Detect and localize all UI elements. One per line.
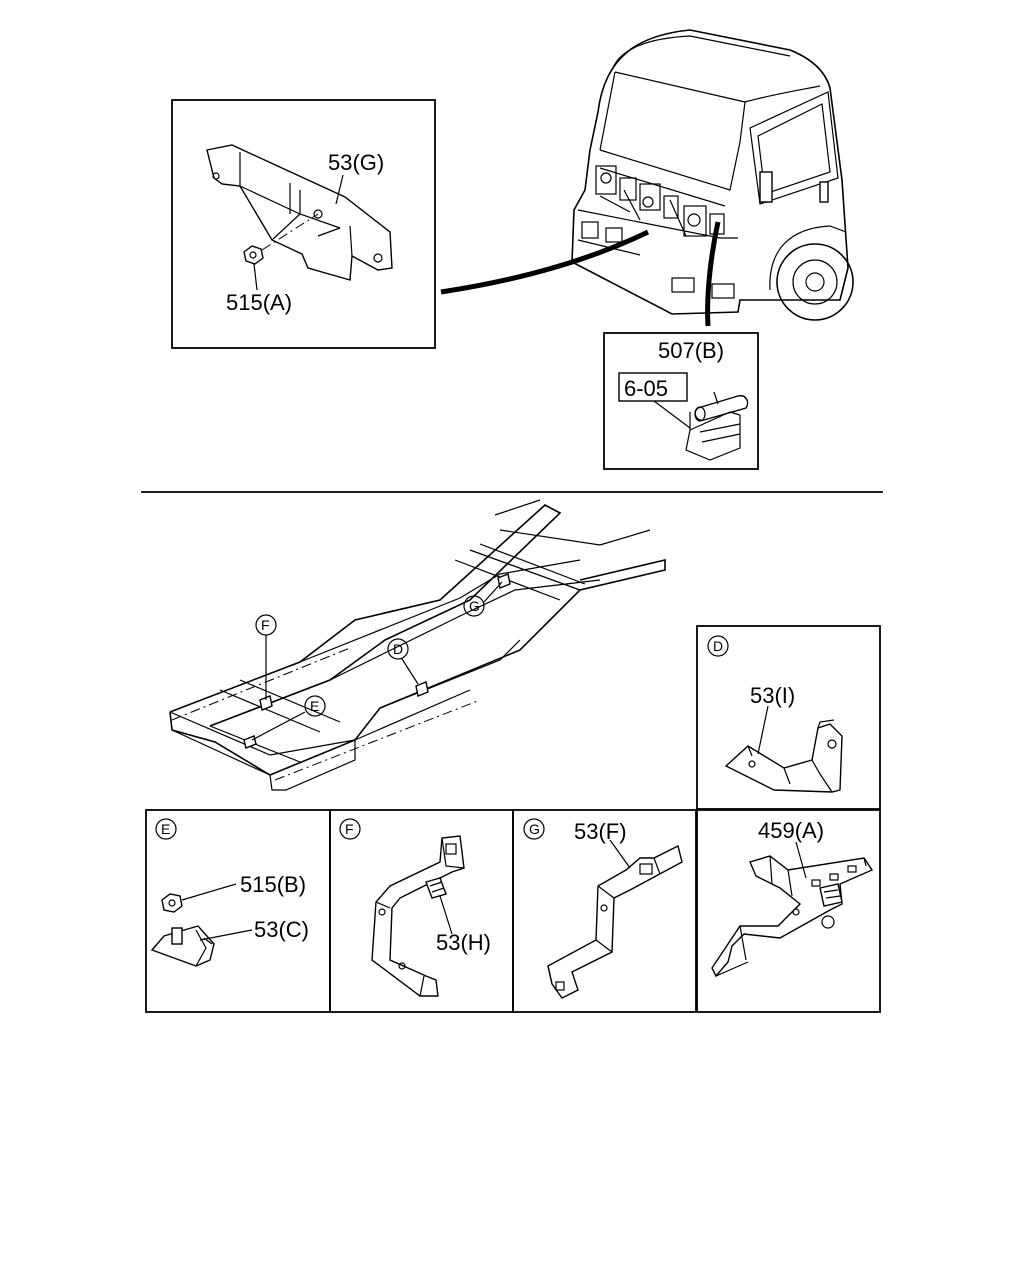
- truck-cab-drawing: [571, 29, 854, 321]
- detail-f-marker-circle: [339, 818, 361, 840]
- label-53h: 53(H): [436, 930, 491, 955]
- label-515b: 515(B): [240, 872, 306, 897]
- label-515a: 515(A): [226, 290, 292, 315]
- svg-text:E: E: [310, 698, 319, 714]
- leader-53g: [335, 174, 344, 205]
- detail-f-marker: F: [345, 821, 354, 837]
- detail-e-panel: E 515(B) 53(C): [145, 809, 331, 1013]
- hose-pointer-line: [705, 221, 721, 327]
- frame-marker-f: F: [255, 614, 277, 700]
- svg-text:F: F: [261, 617, 270, 633]
- hose-507b-drawing: [685, 394, 749, 461]
- detail-g-panel: G 53(F): [512, 809, 697, 1013]
- callout-pointer-line: [440, 229, 650, 295]
- frame-marker-d: D: [387, 638, 419, 685]
- detail-d-marker-circle: [707, 635, 729, 657]
- bracket-459a-drawing: [711, 855, 874, 978]
- frame-marker-e: E: [251, 695, 326, 741]
- leader-53h: [439, 895, 453, 935]
- detail-f-panel: F 53(H): [329, 809, 514, 1013]
- detail-459a-panel: 459(A): [696, 809, 881, 1013]
- leader-6-05: [653, 400, 691, 429]
- detail-g-marker-circle: [523, 818, 545, 840]
- detail-d-panel: D 53(I): [696, 625, 881, 810]
- bracket-53g-drawing: [206, 144, 393, 281]
- leader-507b: [713, 391, 719, 405]
- leader-459a: [795, 841, 807, 879]
- detail-d-marker: D: [713, 638, 723, 654]
- ref-box-6-05: [618, 372, 688, 402]
- svg-text:D: D: [393, 641, 403, 657]
- bracket-53i-drawing: [724, 719, 843, 793]
- label-53f: 53(F): [574, 819, 627, 844]
- leader-515a: [253, 263, 258, 291]
- label-53g: 53(G): [328, 150, 384, 175]
- label-53i: 53(I): [750, 683, 795, 708]
- chassis-frame-drawing: [169, 499, 666, 791]
- label-507b: 507(B): [658, 338, 724, 363]
- label-6-05: 6-05: [624, 376, 668, 401]
- bracket-53h-drawing: [371, 835, 465, 997]
- leader-53c: [199, 929, 253, 941]
- leader-515b: [181, 883, 237, 901]
- callout-507b-panel: 507(B) 6-05: [603, 332, 759, 470]
- detail-e-marker: E: [161, 821, 170, 837]
- svg-text:G: G: [469, 598, 480, 614]
- detail-e-marker-circle: [155, 818, 177, 840]
- detail-g-marker: G: [529, 821, 540, 837]
- bracket-53f-drawing: [547, 844, 683, 999]
- callout-53g-panel: 53(G) 515(A): [171, 99, 436, 349]
- leader-53i: [757, 705, 769, 755]
- leader-53f: [609, 839, 631, 869]
- nut-515a-icon: [243, 245, 264, 265]
- clip-53c-drawing: [150, 925, 215, 967]
- label-459a: 459(A): [758, 818, 824, 843]
- frame-marker-g: G: [463, 581, 503, 617]
- nut-515b-icon: [161, 893, 183, 913]
- label-53c: 53(C): [254, 917, 309, 942]
